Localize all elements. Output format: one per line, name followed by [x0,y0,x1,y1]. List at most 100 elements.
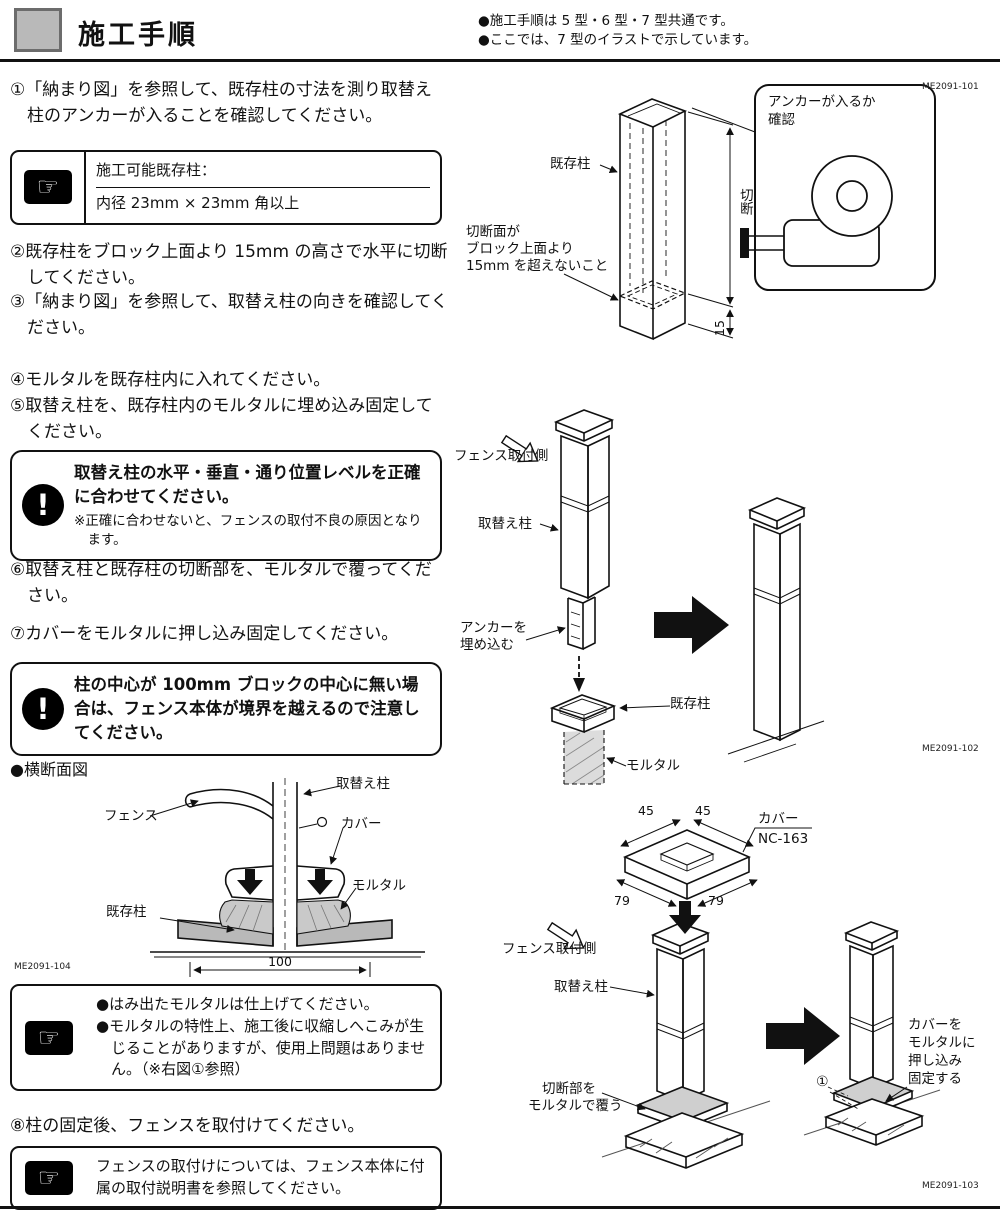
label-replacement-post: 取替え柱 [336,776,390,792]
mortar-fill [564,730,604,784]
leader-lines [525,523,671,767]
dimension-lines [687,111,734,339]
post-after-drawing [823,921,925,1146]
cut-note-3: 15mm を超えないこと [466,258,609,274]
note-box1-title: 施工可能既存柱： [96,160,430,188]
step-1: ①「納まり図」を参照して、既存柱の寸法を測り取替え柱のアンカーが入ることを確認し… [10,80,432,126]
note-box-workable-post: ☞ 施工可能既存柱： 内径 23mm × 23mm 角以上 [10,150,442,225]
label-mortar: モルタル [626,758,680,774]
instructions-column: ①「納まり図」を参照して、既存柱の寸法を測り取替え柱のアンカーが入ることを確認し… [10,62,448,1212]
note-box3-content: フェンスの取付けについては、フェンス本体に付属の取付説明書を参照してください。 [86,1148,440,1208]
label-cover: カバー [341,816,382,832]
label-push-fix-1: カバーを [908,1017,962,1033]
label-fence-side: フェンス取付側 [454,448,549,464]
step-5: ⑤取替え柱を、既存柱内のモルタルに埋め込み固定してください。 [10,396,433,442]
label-anchor-2: 埋め込む [460,637,514,653]
bottom-rule [0,1206,1000,1209]
dim-100: 100 [268,954,292,969]
cut-note-1: 切断面が [466,224,520,240]
label-cut-part-1: 切断部を [542,1081,596,1097]
cross-section-diagram: フェンス 取替え柱 カバー モルタル 既存柱 100 ME2091-104 [10,774,440,980]
step-8: ⑧柱の固定後、フェンスを取付けてください。 [10,1116,365,1136]
callout-text-1: アンカーが入るか [768,94,876,110]
leader-lines [149,785,357,933]
note-icon-cell: ☞ [12,1148,86,1208]
note-box-fence-manual: ☞ フェンスの取付けについては、フェンス本体に付属の取付説明書を参照してください… [10,1146,442,1210]
figure-code-101: ME2091-101 [922,82,979,92]
label-cut-part-2: モルタルで覆う [528,1098,623,1114]
dim-79-left: 79 [614,893,630,908]
warning1-main: 取替え柱の水平・垂直・通り位置レベルを正確に合わせてください。 [74,463,421,506]
note-box1-content: 施工可能既存柱： 内径 23mm × 23mm 角以上 [86,152,440,223]
figure-code-104: ME2091-104 [14,962,71,972]
warning2-content: 柱の中心が 100mm ブロックの中心に無い場合は、フェンス本体が境界を越えるの… [74,664,440,754]
label-push-fix-2: モルタルに [908,1035,976,1051]
label-push-fix-3: 押し込み [908,1053,962,1069]
label-cut: 切断 [736,188,753,215]
label-replacement-post: 取替え柱 [478,516,532,532]
header-note-2: ●ここでは、7 型のイラストで示しています。 [478,32,758,48]
post-before-drawing [546,921,745,1169]
step-7: ⑦カバーをモルタルに押し込み固定してください。 [10,624,399,644]
existing-post-drawing [617,98,688,341]
cross-section-drawing [149,778,425,977]
page-header: 施工手順 ●施工手順は 5 型・6 型・7 型共通です。 ●ここでは、7 型のイ… [0,0,1000,62]
assembled-post-drawing [727,497,825,763]
figure-code-102: ME2091-102 [922,744,979,754]
note-icon-cell: ☞ [12,152,86,223]
diagram-embed-replacement-post: フェンス取付側 取替え柱 アンカーを 埋め込む 既存柱 モルタル ME2091-… [452,392,992,792]
warning-box-level: ! 取替え柱の水平・垂直・通り位置レベルを正確に合わせてください。 ※正確に合わ… [10,450,442,561]
label-cover-model: NC-163 [758,831,809,847]
note-box2-content: ●はみ出たモルタルは仕上げてください。 ●モルタルの特性上、施工後に収縮しへこみ… [86,986,440,1089]
press-down-arrows [237,869,333,895]
reference-mark-1: ① [816,1074,829,1090]
cross-section-title: ●横断面図 [10,760,88,779]
warning1-sub: ※正確に合わせないと、フェンスの取付不良の原因となります。 [74,512,422,548]
warning-box-center: ! 柱の中心が 100mm ブロックの中心に無い場合は、フェンス本体が境界を越え… [10,662,442,756]
label-mortar: モルタル [352,878,406,894]
diagram-measure-existing-post: アンカーが入るか 確認 既存柱 切断面が ブロック上面より 15mm を超えない… [452,68,992,390]
tape-measure-callout [691,84,936,291]
diagram1-drawing [563,84,936,341]
page-title: 施工手順 [78,20,198,51]
replacement-post-drawing [500,409,617,785]
step-4: ④モルタルを既存柱内に入れてください。 [10,370,331,390]
warning1-content: 取替え柱の水平・垂直・通り位置レベルを正確に合わせてください。 ※正確に合わせな… [74,452,440,559]
arrows [669,901,840,1065]
callout-text-2: 確認 [768,112,795,128]
note-box3-text: フェンスの取付けについては、フェンス本体に付属の取付説明書を参照してください。 [96,1157,425,1197]
mortar-hatch [565,732,605,785]
dim-45-right: 45 [695,803,711,818]
cover-dimensions [616,819,758,907]
pointing-hand-icon: ☞ [25,1160,73,1195]
tape-hook [740,228,749,258]
label-existing-post: 既存柱 [106,904,147,920]
label-fence-side: フェンス取付側 [502,941,597,957]
leader-lines [601,986,908,1111]
figure-code-103: ME2091-103 [922,1181,979,1191]
pointing-hand-icon: ☞ [24,170,72,205]
step-3: ③「納まり図」を参照して、取替え柱の向きを確認してください。 [10,292,448,338]
dim-45-left: 45 [638,803,654,818]
step-2: ②既存柱をブロック上面より 15mm の高さで水平に切断してください。 [10,242,448,288]
dim-79-right: 79 [708,893,724,908]
pointing-hand-icon: ☞ [25,1020,73,1055]
header-note-1: ●施工手順は 5 型・6 型・7 型共通です。 [478,13,734,29]
arrows [573,596,729,692]
diagram3-drawing [546,819,941,1169]
warning2-main: 柱の中心が 100mm ブロックの中心に無い場合は、フェンス本体が境界を越えるの… [74,675,420,742]
exclamation-icon: ! [22,687,64,730]
label-replacement-post: 取替え柱 [554,979,608,995]
section-marker-icon [14,8,62,52]
fence-side-arrow [546,921,585,950]
header-notes: ●施工手順は 5 型・6 型・7 型共通です。 ●ここでは、7 型のイラストで示… [478,12,757,50]
fence-side-arrow [500,434,539,463]
label-fence: フェンス [104,808,158,824]
label-push-fix-4: 固定する [908,1071,962,1087]
note-box-mortar-finish: ☞ ●はみ出たモルタルは仕上げてください。 ●モルタルの特性上、施工後に収縮しへ… [10,984,442,1091]
warning-icon-cell: ! [12,664,74,754]
note-box2-line1: ●はみ出たモルタルは仕上げてください。 [96,995,379,1013]
note-icon-cell: ☞ [12,986,86,1089]
exclamation-icon: ! [22,484,64,527]
